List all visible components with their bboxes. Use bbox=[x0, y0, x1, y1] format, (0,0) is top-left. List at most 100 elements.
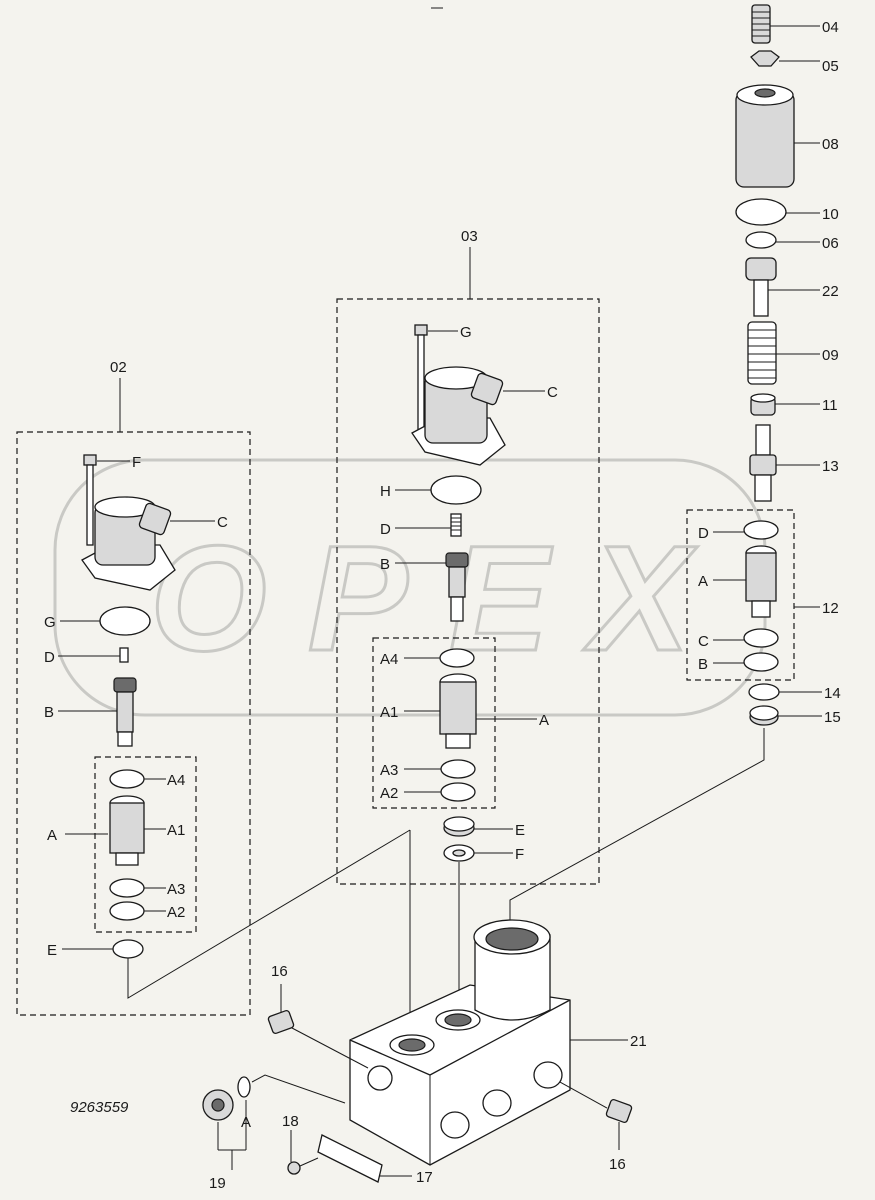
watermark-text: OPEX bbox=[150, 514, 698, 682]
label-02-A1: A1 bbox=[167, 822, 185, 839]
callout-12: 12 bbox=[822, 600, 839, 617]
solenoid-icon bbox=[81, 496, 176, 591]
cartridge-icon bbox=[439, 673, 477, 749]
o-ring-icon bbox=[743, 520, 779, 540]
label-02-E: E bbox=[47, 942, 57, 959]
callout-08: 08 bbox=[822, 136, 839, 153]
washer-icon bbox=[443, 844, 475, 862]
label-bottom-A: A bbox=[241, 1114, 251, 1131]
callout-09: 09 bbox=[822, 347, 839, 364]
label-03-A1: A1 bbox=[380, 704, 398, 721]
label-02-A3: A3 bbox=[167, 881, 185, 898]
side-port-icon bbox=[367, 1065, 393, 1091]
callout-21: 21 bbox=[630, 1033, 647, 1050]
group-12-box bbox=[686, 509, 795, 681]
callout-13: 13 bbox=[822, 458, 839, 475]
o-ring-icon bbox=[735, 198, 787, 226]
group-03: 03 G C H D bbox=[336, 228, 600, 1042]
label-02-A4: A4 bbox=[167, 772, 185, 789]
seat-icon bbox=[750, 393, 776, 416]
cover-plate-icon bbox=[317, 1134, 383, 1183]
o-ring-icon bbox=[237, 1076, 251, 1098]
cartridge-icon bbox=[109, 795, 145, 866]
relief-valve-stack: 04 05 08 10 06 22 09 bbox=[509, 4, 841, 940]
label-03-G: G bbox=[460, 324, 472, 341]
cartridge-icon bbox=[745, 545, 777, 618]
o-ring-icon bbox=[99, 606, 151, 636]
plug-icon bbox=[267, 1009, 295, 1035]
piston-icon bbox=[749, 424, 777, 502]
group-03-A-box bbox=[372, 637, 496, 809]
o-ring-icon bbox=[109, 878, 145, 898]
label-12-C: C bbox=[698, 633, 709, 650]
callout-22: 22 bbox=[822, 283, 839, 300]
plug-icon bbox=[443, 816, 475, 837]
o-ring-icon bbox=[109, 769, 145, 789]
label-03-B: B bbox=[380, 556, 390, 573]
assembly-line-02 bbox=[127, 829, 411, 999]
nut-icon bbox=[750, 50, 780, 67]
pin-icon bbox=[119, 647, 129, 663]
label-02-D: D bbox=[44, 649, 55, 666]
drawing-code: 9263559 bbox=[70, 1099, 129, 1116]
screw-icon bbox=[287, 1157, 319, 1175]
o-ring-icon bbox=[748, 683, 780, 701]
group-02: 02 F C G D B bbox=[16, 359, 411, 1016]
label-02-A: A bbox=[47, 827, 57, 844]
o-ring-icon bbox=[743, 628, 779, 648]
callout-16-bottom: 16 bbox=[609, 1156, 626, 1173]
callout-17: 17 bbox=[416, 1169, 433, 1186]
group-02-box bbox=[16, 431, 251, 1016]
label-03-A3: A3 bbox=[380, 762, 398, 779]
group-02-A-box bbox=[94, 756, 197, 933]
group-03-box bbox=[336, 298, 600, 885]
o-ring-icon bbox=[440, 759, 476, 779]
callout-02: 02 bbox=[110, 359, 127, 376]
callout-05: 05 bbox=[822, 58, 839, 75]
plug-icon bbox=[749, 705, 779, 726]
plug-icon bbox=[605, 1098, 633, 1124]
callout-10: 10 bbox=[822, 206, 839, 223]
valve-body: 21 16 16 A 19 18 17 bbox=[202, 919, 647, 1192]
callout-18: 18 bbox=[282, 1113, 299, 1130]
label-03-A2: A2 bbox=[380, 785, 398, 802]
label-02-F: F bbox=[132, 454, 141, 471]
callout-15: 15 bbox=[824, 709, 841, 726]
side-port-icon bbox=[482, 1089, 512, 1117]
o-ring-icon bbox=[743, 652, 779, 672]
label-03-F: F bbox=[515, 846, 524, 863]
adjust-screw-icon bbox=[751, 4, 771, 44]
spring-icon bbox=[450, 513, 462, 537]
callout-11: 11 bbox=[822, 397, 838, 414]
label-02-A2: A2 bbox=[167, 904, 185, 921]
spring-icon bbox=[747, 321, 777, 385]
callout-16-top: 16 bbox=[271, 963, 288, 980]
label-12-A: A bbox=[698, 573, 708, 590]
label-02-G: G bbox=[44, 614, 56, 631]
cap-icon bbox=[735, 84, 795, 188]
label-03-D: D bbox=[380, 521, 391, 538]
label-02-C: C bbox=[217, 514, 228, 531]
label-12-B: B bbox=[698, 656, 708, 673]
spool-icon bbox=[445, 552, 469, 622]
o-ring-icon bbox=[439, 648, 475, 668]
callout-14: 14 bbox=[824, 685, 841, 702]
label-03-A: A bbox=[539, 712, 549, 729]
solenoid-icon bbox=[411, 366, 506, 466]
label-03-A4: A4 bbox=[380, 651, 398, 668]
label-12-D: D bbox=[698, 525, 709, 542]
port-boss bbox=[474, 934, 551, 1021]
label-03-E: E bbox=[515, 822, 525, 839]
plug-icon bbox=[202, 1089, 234, 1121]
label-03-C: C bbox=[547, 384, 558, 401]
side-port-icon bbox=[440, 1111, 470, 1139]
label-03-H: H bbox=[380, 483, 391, 500]
backup-ring-icon bbox=[745, 231, 777, 249]
poppet-icon bbox=[745, 257, 777, 317]
callout-04: 04 bbox=[822, 19, 839, 36]
o-ring-icon bbox=[430, 475, 482, 505]
assembly-line-15 bbox=[509, 728, 765, 940]
bolt-icon bbox=[83, 454, 97, 546]
main-port-icon bbox=[485, 927, 539, 951]
